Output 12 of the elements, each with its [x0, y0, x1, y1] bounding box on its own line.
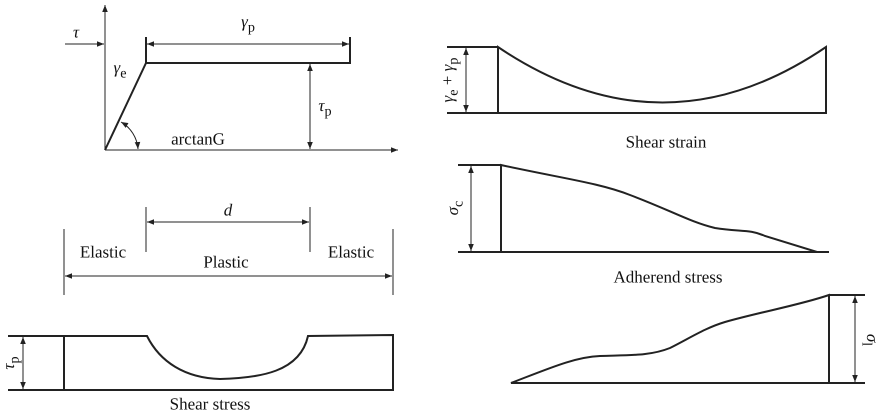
symbol-label: γ$_{p}$ [241, 13, 255, 35]
plot-caption: Adherend stress [613, 268, 723, 286]
plot-caption: Shear strain [626, 134, 706, 150]
dimension-label: d [224, 202, 232, 218]
plot-caption: Shear stress [170, 396, 250, 412]
axis-label: arctanG [171, 130, 225, 148]
zone-label: Elastic [80, 244, 126, 260]
symbol-label: τ [72, 24, 80, 40]
symbol-label: τ$_{p}$ [318, 97, 332, 119]
zone-label: Elastic [328, 244, 374, 260]
symbol-label: γ$_{e}$ [114, 59, 126, 81]
zone-label: Plastic [203, 254, 249, 270]
